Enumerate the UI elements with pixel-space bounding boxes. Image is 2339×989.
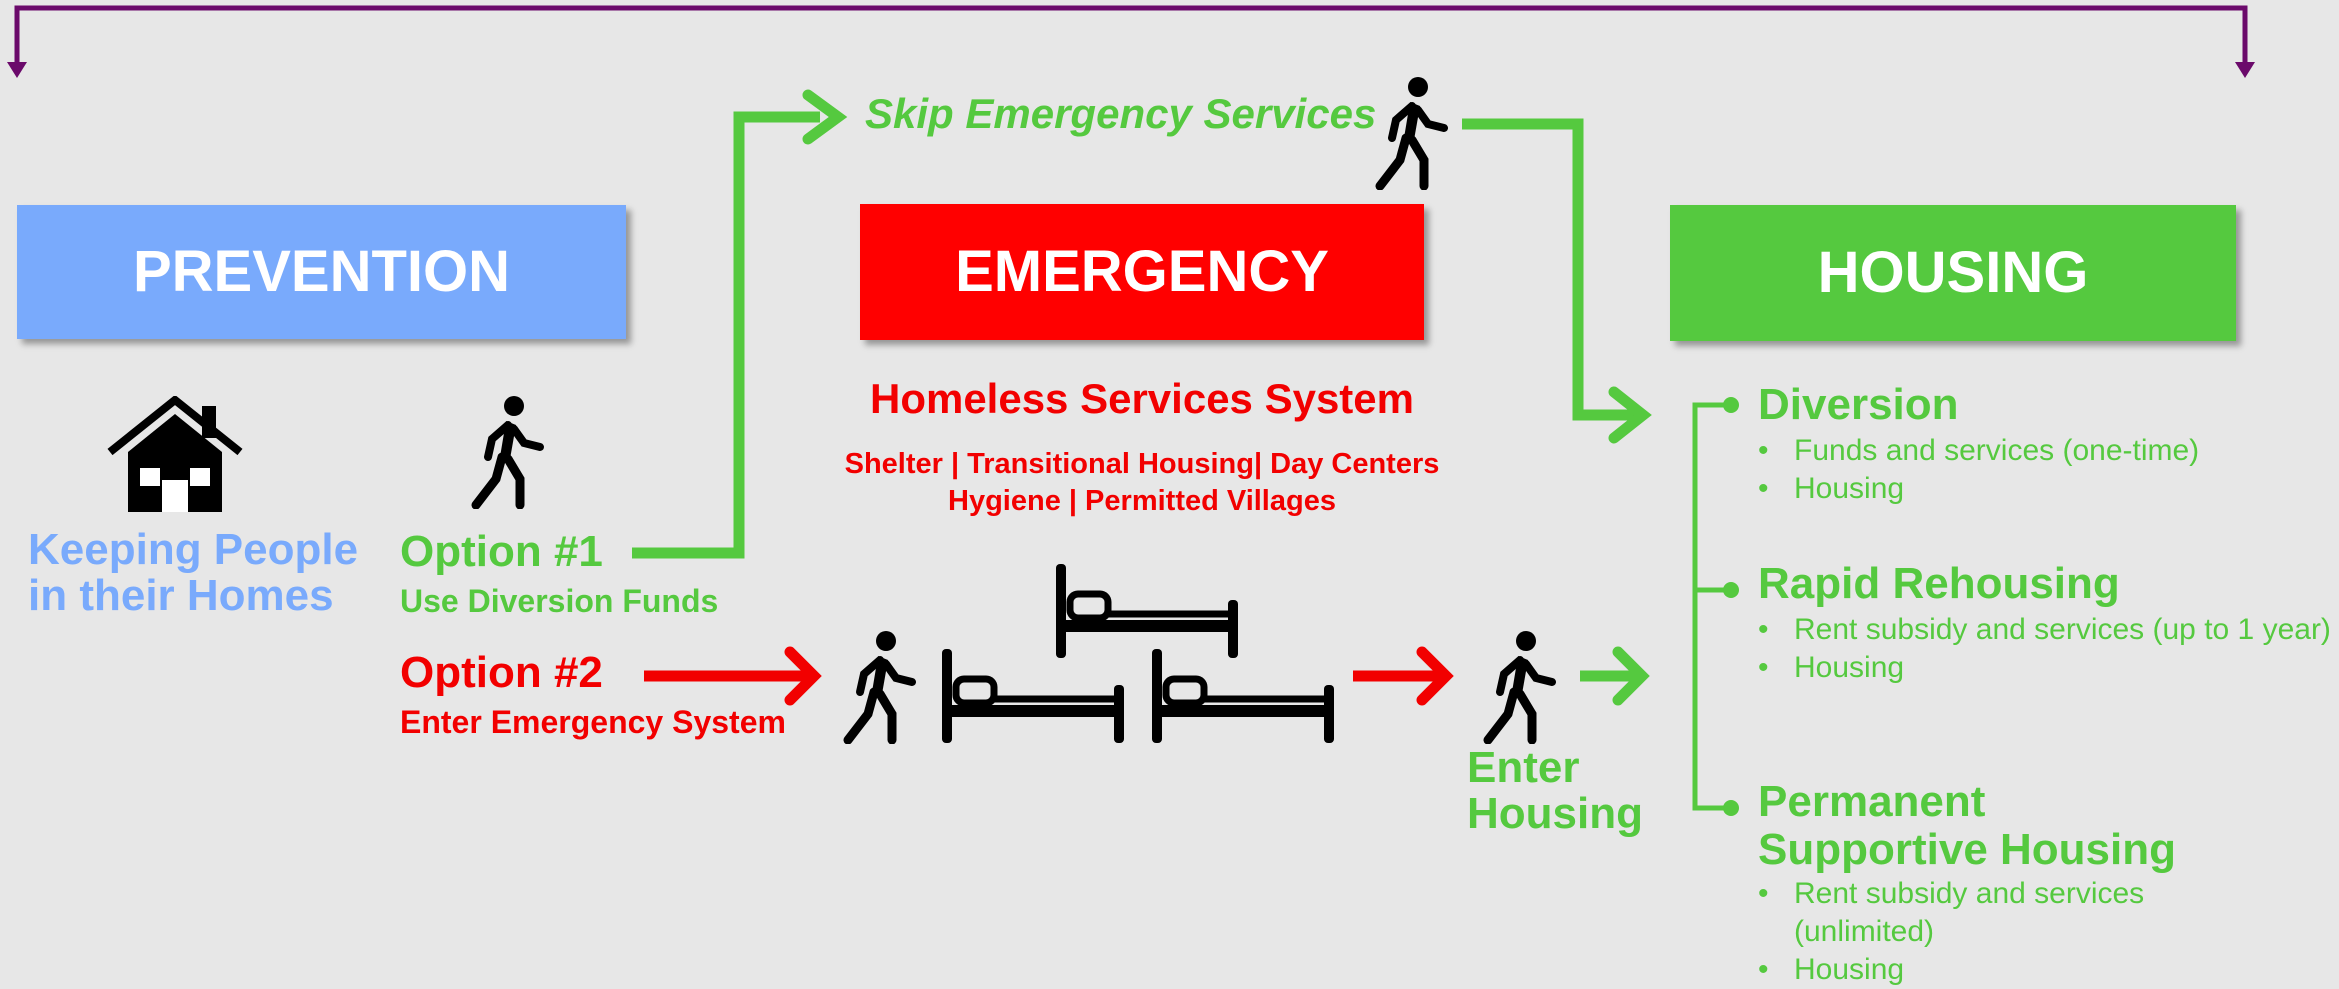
option2-arrow	[644, 646, 822, 706]
emergency-box: EMERGENCY	[860, 204, 1424, 340]
services-line1: Shelter | Transitional Housing| Day Cent…	[844, 448, 1440, 480]
loop-arrowhead-right	[2235, 62, 2255, 78]
keeping-people-label: Keeping People in their Homes	[28, 527, 358, 619]
house-icon	[107, 396, 243, 512]
option1-title: Option #1	[400, 527, 603, 576]
skip-emergency-label: Skip Emergency Services	[865, 90, 1377, 137]
beds-to-person-arrow	[1353, 646, 1454, 706]
keeping-people-line2: in their Homes	[28, 571, 334, 620]
services-line2: Hygiene | Permitted Villages	[948, 485, 1336, 517]
enter-housing-arrow	[1580, 646, 1650, 706]
list-item: •Rent subsidy and services	[1758, 877, 2145, 910]
walking-person-icon	[843, 631, 916, 744]
list-item: •Funds and services (one-time)	[1758, 434, 2200, 467]
enter-housing-label: Enter Housing	[1467, 745, 1643, 837]
walking-person-icon	[471, 396, 544, 509]
permanent-supportive-bullets: •Rent subsidy and services (unlimited) •…	[1758, 875, 2144, 989]
list-item: (unlimited)	[1794, 915, 1935, 948]
bracket-dot-rapid-rehousing	[1723, 582, 1739, 598]
skip-to-housing-connector	[1462, 118, 1652, 444]
list-item: •Housing	[1758, 651, 1905, 684]
list-item: •Rent subsidy and services (up to 1 year…	[1758, 613, 2331, 646]
walking-person-icon	[1375, 77, 1448, 190]
permanent-supportive-title-line2: Supportive Housing	[1758, 825, 2176, 874]
rapid-rehousing-bullets: •Rent subsidy and services (up to 1 year…	[1758, 611, 2331, 687]
permanent-supportive-title: Permanent Supportive Housing	[1758, 778, 2176, 874]
bed-icon	[942, 649, 1124, 743]
bed-icon	[1056, 564, 1238, 658]
bracket-dot-diversion	[1723, 397, 1739, 413]
housing-box: HOUSING	[1670, 205, 2236, 341]
permanent-supportive-title-line1: Permanent	[1758, 777, 1986, 826]
keeping-people-line1: Keeping People	[28, 525, 359, 574]
enter-housing-line1: Enter	[1467, 743, 1580, 792]
enter-housing-line2: Housing	[1467, 789, 1643, 838]
rapid-rehousing-title: Rapid Rehousing	[1758, 559, 2120, 608]
housing-options-bracket	[1692, 402, 1730, 811]
homeless-services-title: Homeless Services System	[869, 375, 1414, 422]
list-item: •Housing	[1758, 472, 1905, 505]
diversion-title: Diversion	[1758, 380, 1959, 429]
option2-title: Option #2	[400, 648, 603, 697]
loop-arrowhead-left	[7, 62, 27, 78]
diversion-bullets: •Funds and services (one-time) •Housing	[1758, 432, 2199, 508]
option1-connector	[632, 89, 848, 559]
prevention-box: PREVENTION	[17, 205, 626, 339]
bracket-dot-permanent-supportive	[1723, 800, 1739, 816]
top-loop-connector	[14, 5, 2248, 70]
walking-person-icon	[1483, 631, 1556, 744]
bed-icon	[1152, 649, 1334, 743]
list-item: •Housing	[1758, 953, 1905, 986]
option2-subtitle: Enter Emergency System	[400, 704, 786, 740]
option1-subtitle: Use Diversion Funds	[400, 583, 719, 619]
